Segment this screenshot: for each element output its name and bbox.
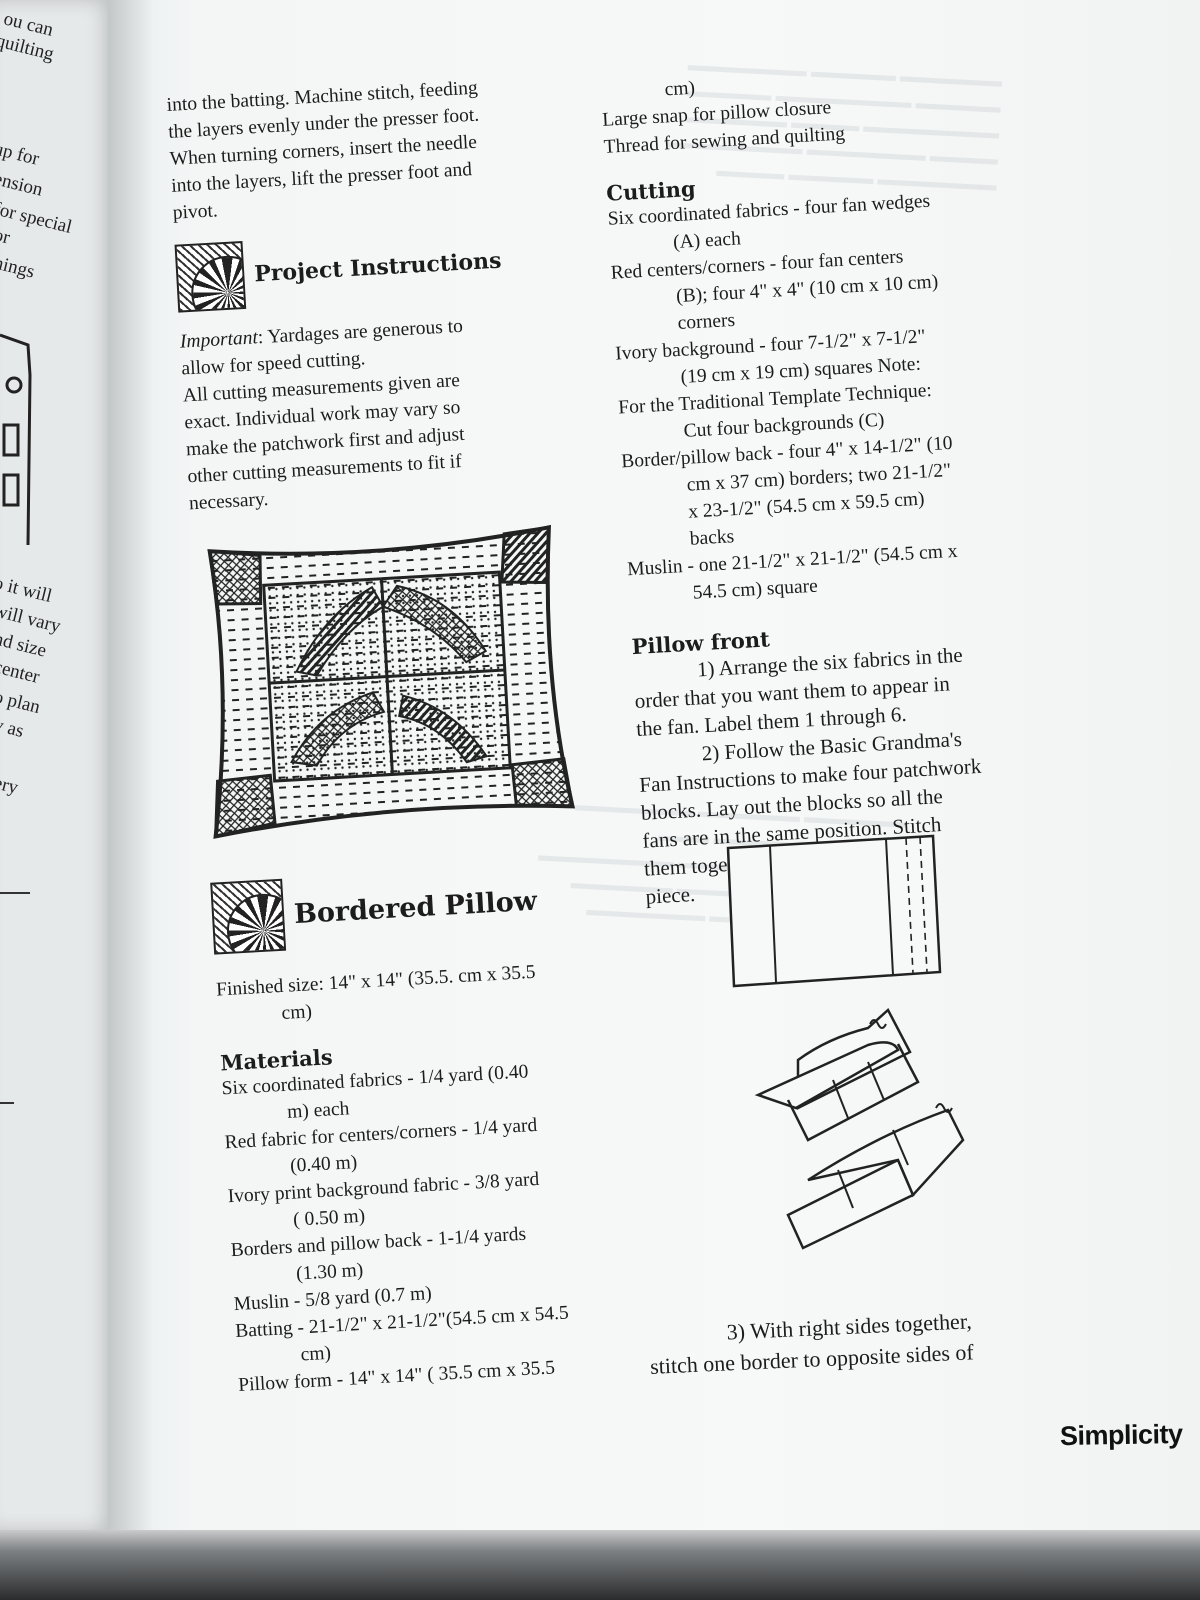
section-heading: Project Instructions	[253, 247, 503, 288]
margin-fragment: center	[0, 656, 42, 688]
margin-fragment: for special	[0, 198, 74, 238]
step-3: 3) With right sides together, stitch one…	[648, 1305, 975, 1382]
margin-fragment: hings	[0, 252, 37, 283]
margin-fragment: ension	[0, 168, 45, 201]
previous-page-edge: ou can quilting up for ension for specia…	[0, 0, 118, 1530]
cutting-list: Six coordinated fabrics - four fan wedge…	[607, 180, 1089, 610]
margin-fragment: o plan	[0, 686, 43, 719]
fan-block-icon	[174, 240, 247, 313]
margin-rule	[0, 892, 30, 894]
booklet-page: ▬▬▬▬▬▬ ▬▬▬▬▬ ▬▬▬▬▬▬▬ ▬▬▬▬▬ ▬▬▬▬▬▬▬▬ ▬▬▬▬…	[108, 0, 1200, 1548]
important-label: Important	[179, 327, 259, 353]
appliance-illustration-fragment	[0, 333, 32, 545]
finished-size: Finished size: 14" x 14" (35.5. cm x 35.…	[215, 954, 617, 1030]
margin-fragment: up for	[0, 138, 42, 170]
pillow-illustration	[207, 524, 576, 839]
bordered-pillow-heading-row: Bordered Pillow	[210, 860, 613, 955]
pillow-back-diagram	[726, 834, 942, 988]
section-heading: Bordered Pillow	[293, 885, 538, 930]
materials-list: Six coordinated fabrics - 1/4 yard (0.40…	[221, 1053, 638, 1399]
right-column: cm) Large snap for pillow closure Thread…	[600, 54, 1106, 910]
margin-rule	[0, 1102, 14, 1104]
border-strips-diagram	[754, 1007, 965, 1250]
brand-logo: Simplicity	[1059, 1418, 1183, 1452]
margin-fragment: or	[0, 224, 13, 249]
margin-fragment: y as	[0, 714, 26, 742]
left-column: into the batting. Machine stitch, feedin…	[166, 70, 638, 1399]
project-instructions-heading-row: Project Instructions	[174, 222, 578, 313]
page-bottom-shadow	[0, 1530, 1200, 1600]
fan-block-icon	[210, 878, 287, 955]
margin-fragment: ery	[0, 772, 21, 799]
